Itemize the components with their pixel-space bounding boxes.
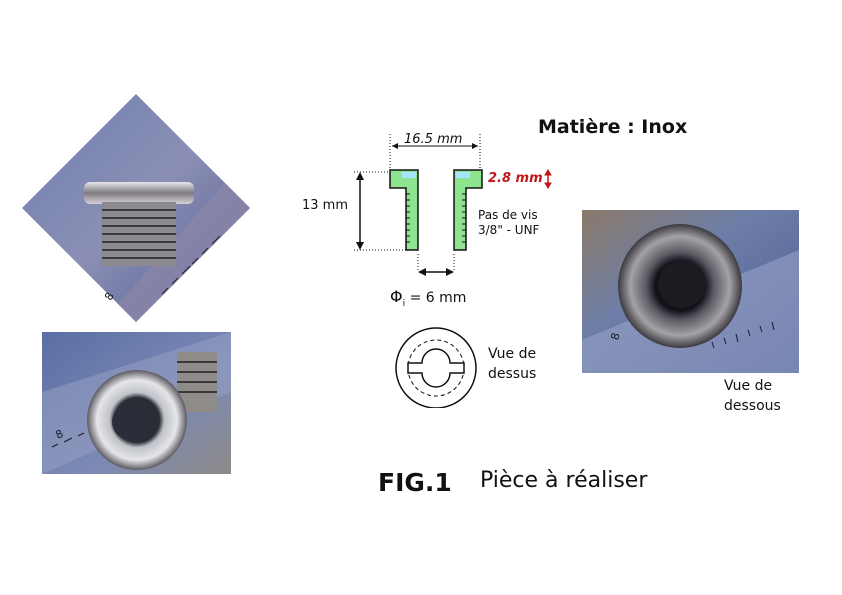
photo-screw-side: 8 (22, 94, 250, 322)
thread-label: Pas de vis 3/8" - UNF (478, 208, 539, 238)
section-right (453, 169, 483, 251)
bottom-view-line2: dessous (724, 398, 781, 414)
thread-label-line1: Pas de vis (478, 208, 538, 222)
inner-diameter-label: Φi = 6 mm (390, 287, 466, 309)
diameter-symbol: Φ (390, 287, 403, 306)
thread-label-line2: 3/8" - UNF (478, 223, 540, 237)
head-dimension-label: 2.8 mm (488, 171, 543, 186)
top-view-line2: dessus (488, 366, 537, 382)
width-dimension-label: 16.5 mm (404, 132, 463, 147)
height-dimension-label: 13 mm (302, 198, 349, 213)
photo-screw-bottom: 8 (582, 210, 799, 373)
section-left (389, 169, 419, 251)
diameter-value: = 6 mm (409, 290, 467, 306)
top-view-label: Vue de dessus (488, 344, 536, 384)
diameter-subscript: i (402, 298, 406, 309)
cross-section-drawing (354, 134, 552, 408)
bottom-view-label: Vue de dessous (724, 376, 781, 416)
photo-screw-front: 8 (42, 332, 231, 474)
figure-label: FIG.1 (378, 468, 452, 497)
material-label: Matière : Inox (538, 116, 688, 138)
figure-caption: Pièce à réaliser (480, 468, 648, 493)
top-view-line1: Vue de (488, 346, 537, 362)
top-view (395, 327, 477, 408)
bottom-view-line1: Vue de (724, 378, 773, 394)
head-height-arrow (544, 169, 552, 189)
